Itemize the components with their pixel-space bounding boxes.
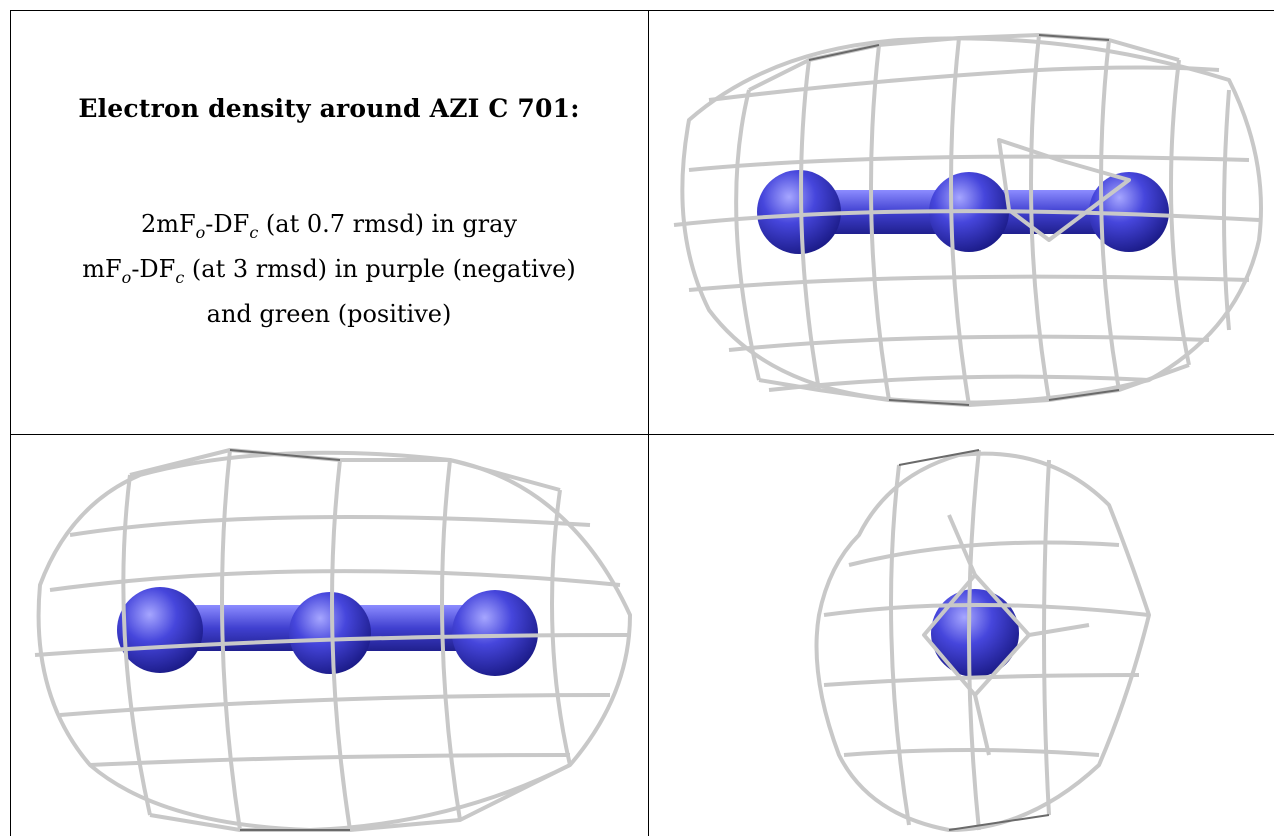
- density-view-top-right: [649, 10, 1274, 434]
- table-rule-middle: [10, 434, 1274, 435]
- mesh-shadow-edges: [229, 449, 350, 831]
- density-image-end-on: [814, 449, 1151, 832]
- atom-n1: [757, 170, 841, 254]
- atom-n3: [1089, 172, 1169, 252]
- table-rule-center-vertical: [648, 10, 649, 836]
- density-image-side-1: [673, 33, 1263, 407]
- mesh-shadow-edges: [898, 449, 1050, 831]
- atom-n3: [452, 590, 538, 676]
- figure-table: Electron density around AZI C 701: 2mFo-…: [10, 10, 1274, 836]
- table-rule-top: [10, 10, 1274, 11]
- density-view-bottom-left: [10, 435, 648, 836]
- atom-n-end-on: [931, 589, 1019, 677]
- mesh-shadow-edges: [808, 34, 1120, 406]
- atom-n1: [117, 587, 203, 673]
- density-view-bottom-right: [649, 435, 1274, 836]
- density-image-side-2: [34, 448, 632, 832]
- caption-line-2mfo: 2mFo-DFc (at 0.7 rmsd) in gray: [140, 210, 518, 242]
- density-mesh: [814, 449, 1151, 832]
- azide-model: [117, 587, 538, 676]
- table-rule-left: [10, 10, 11, 836]
- density-mesh: [34, 448, 632, 832]
- atom-n2: [289, 592, 371, 674]
- caption-line-positive: and green (positive): [206, 299, 452, 328]
- caption-line-mfo: mFo-DFc (at 3 rmsd) in purple (negative): [82, 254, 576, 287]
- caption-title: Electron density around AZI C 701:: [78, 94, 580, 123]
- caption-cell: Electron density around AZI C 701: 2mFo-…: [10, 10, 648, 434]
- caption-description: 2mFo-DFc (at 0.7 rmsd) in gray mFo-DFc (…: [10, 206, 648, 333]
